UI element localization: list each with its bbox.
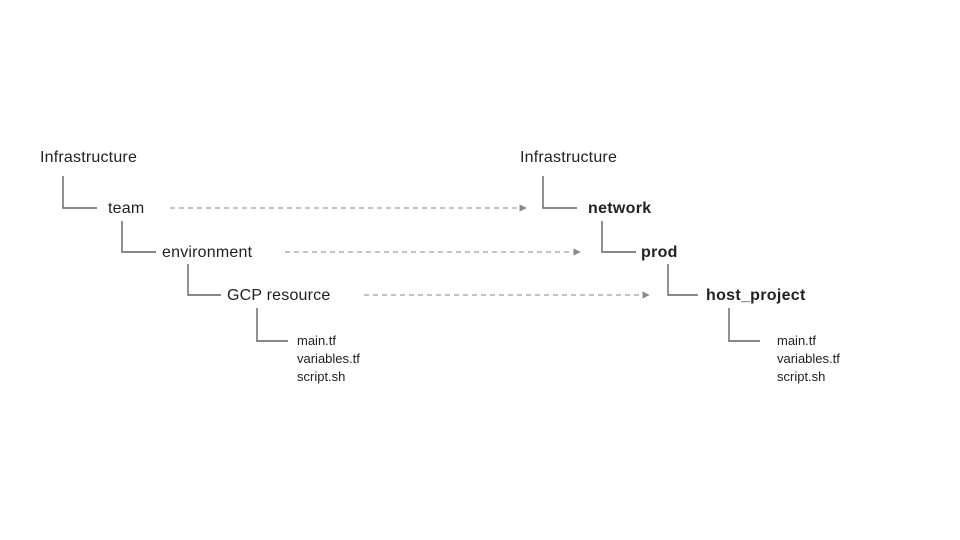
connector-infrastructure-network — [542, 176, 577, 209]
mapping-arrows — [170, 204, 650, 299]
right-node-host-project: host_project — [706, 287, 806, 304]
left-tree-connectors — [62, 176, 288, 342]
right-file-main-tf: main.tf — [777, 333, 817, 348]
right-tree-root-label: Infrastructure — [520, 149, 618, 166]
right-tree-connectors — [542, 176, 760, 342]
left-tree-root-label: Infrastructure — [40, 149, 138, 166]
right-file-list: main.tf variables.tf script.sh — [777, 332, 840, 386]
connector-infrastructure-team — [62, 176, 97, 209]
left-file-list: main.tf variables.tf script.sh — [297, 332, 360, 386]
connector-environment-gcp-resource — [187, 264, 221, 296]
connector-network-prod — [601, 221, 636, 253]
left-node-team: team — [108, 200, 145, 217]
connector-host-project-files — [728, 308, 760, 342]
left-node-environment: environment — [162, 244, 253, 261]
left-node-gcp-resource: GCP resource — [227, 287, 331, 304]
left-file-main-tf: main.tf — [297, 333, 337, 348]
connector-team-environment — [121, 221, 156, 253]
right-file-script-sh: script.sh — [777, 369, 826, 384]
connector-prod-host-project — [667, 264, 698, 296]
left-file-script-sh: script.sh — [297, 369, 346, 384]
right-node-network: network — [588, 200, 652, 217]
connector-gcp-resource-files — [256, 308, 288, 342]
right-node-prod: prod — [641, 244, 678, 261]
right-file-variables-tf: variables.tf — [777, 351, 840, 366]
left-file-variables-tf: variables.tf — [297, 351, 360, 366]
